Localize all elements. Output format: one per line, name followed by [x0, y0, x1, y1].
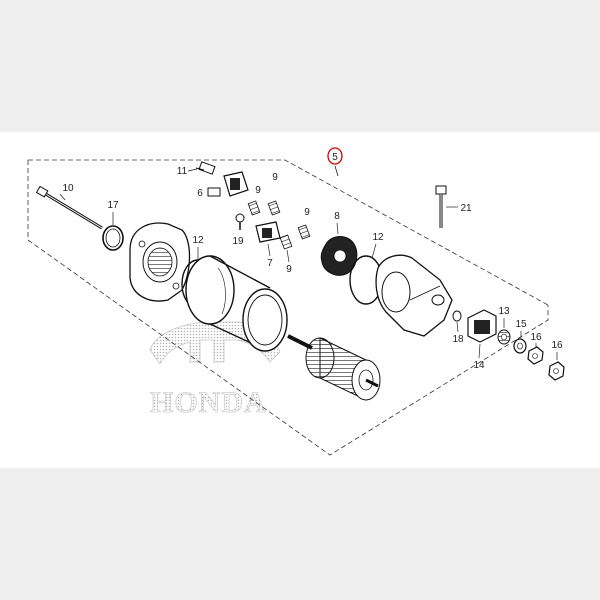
callout-16-a: 16 [530, 332, 542, 343]
part-number-5: 5 [332, 152, 338, 163]
front-cover [129, 222, 191, 302]
callout-19: 19 [232, 236, 244, 247]
callout-10: 10 [62, 183, 74, 194]
callout-6: 6 [197, 188, 203, 199]
callout-11: 11 [177, 166, 188, 177]
callout-16-b: 16 [551, 340, 563, 351]
highlight-circle [327, 147, 343, 165]
callout-9-b: 9 [272, 172, 278, 183]
honda-wordmark: HONDA [150, 386, 267, 419]
callout-15: 15 [515, 319, 527, 330]
callout-12-left: 12 [192, 235, 204, 246]
assembly-outline-top [28, 159, 549, 306]
callout-12-right: 12 [372, 232, 384, 243]
callout-13: 13 [498, 306, 510, 317]
armature [287, 334, 381, 401]
callout-14: 14 [473, 360, 485, 371]
callout-17: 17 [107, 200, 119, 211]
callout-9-d: 9 [286, 264, 292, 275]
callout-7: 7 [267, 258, 273, 269]
part-8-brush-plate [320, 236, 358, 276]
callout-9-c: 9 [304, 207, 310, 218]
rear-cover [375, 254, 453, 337]
part-18-washer [452, 310, 462, 322]
callout-9-a: 9 [255, 185, 261, 196]
assembly-outline [27, 160, 549, 456]
part-17-o-ring [102, 225, 124, 251]
diagram-panel [0, 132, 600, 468]
parts-13-15-16 [497, 329, 565, 381]
callout-18: 18 [452, 334, 464, 345]
brush-terminal-parts [195, 161, 311, 250]
part-10-through-bolt [35, 185, 103, 230]
callout-8: 8 [334, 211, 340, 222]
part-14-insulator [467, 309, 497, 343]
callout-21: 21 [460, 203, 472, 214]
part-21-flange-bolt [435, 185, 447, 228]
motor-yoke [185, 255, 288, 352]
